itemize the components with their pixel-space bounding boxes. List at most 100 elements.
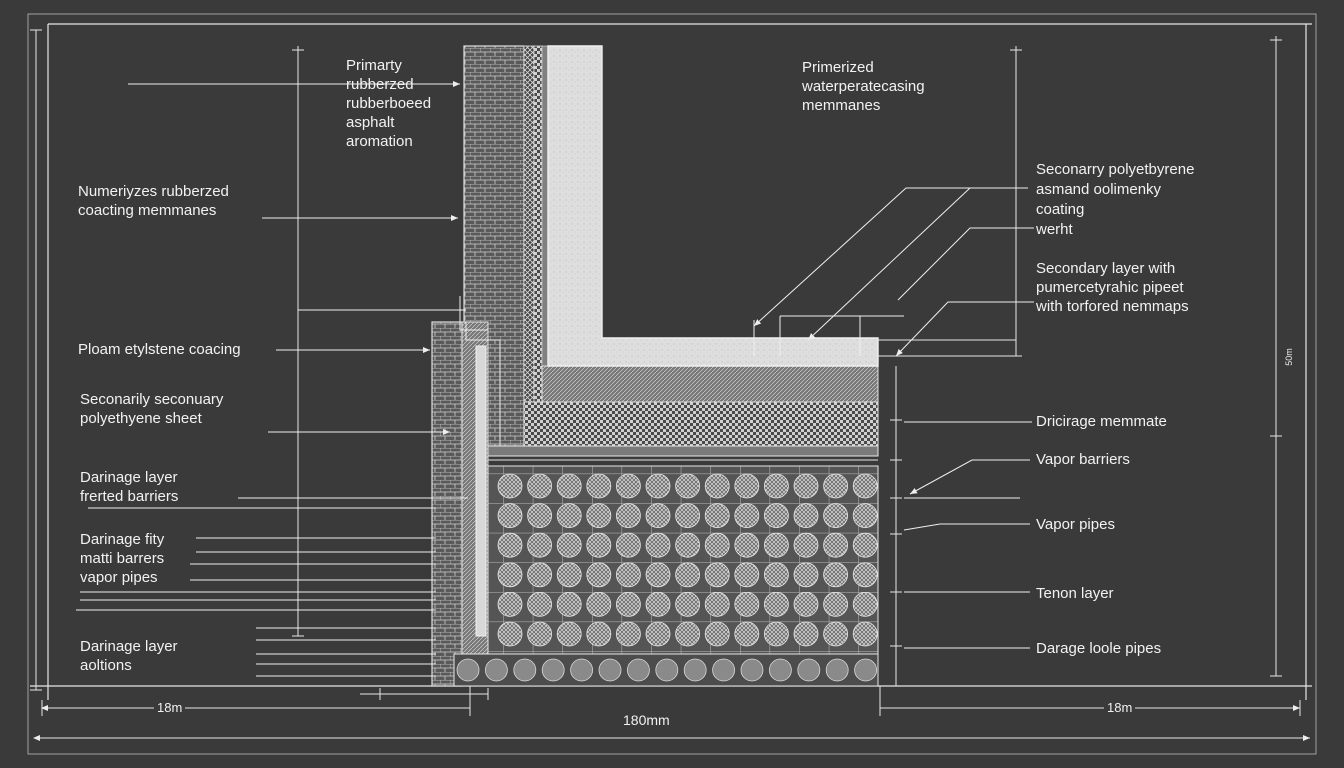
right-ticks [878, 339, 1016, 686]
aggregate-stone [704, 592, 730, 617]
checker-layer [523, 401, 879, 447]
aggregate-stone [497, 532, 523, 558]
aggregate-stone [852, 562, 878, 588]
aggregate-stone [527, 503, 552, 528]
label-poly-sheet: Seconarily seconuary polyethyene sheet [80, 391, 224, 427]
aggregate-stone [527, 621, 552, 647]
aggregate-stone [675, 503, 700, 528]
dim-right: 18m [1104, 700, 1136, 715]
drain-pipes [456, 658, 877, 682]
aggregate-stone [527, 532, 552, 558]
label-secondary-poly-coating: Seconarry polyetbyrene asmand oolimenky … [1036, 161, 1195, 238]
label-foam-coating: Ploam etylstene coacing [78, 341, 241, 358]
right-vertical-dim [1010, 36, 1282, 677]
aggregate-stone [645, 562, 671, 588]
aggregate-stone [616, 562, 641, 588]
label-primary-membrane: Primarty rubberzed rubberboeed asphalt a… [346, 57, 432, 150]
aggregate-stone [616, 592, 641, 617]
dim-left: 18m [154, 700, 186, 715]
aggregate-stone [645, 473, 671, 499]
drain-pipe-section [484, 658, 508, 682]
aggregate-stone [764, 592, 789, 617]
label-secondary-layer: Secondary layer with pumercetyrahic pipe… [1036, 260, 1189, 315]
aggregate [497, 473, 878, 647]
label-vapor-barriers: Vapor barriers [1036, 451, 1130, 468]
drain-pipe-section [598, 658, 622, 682]
aggregate-stone [852, 473, 878, 499]
aggregate-stone [586, 621, 612, 647]
left-vertical-dim [30, 29, 304, 691]
drain-pipe-section [541, 658, 565, 682]
aggregate-stone [793, 592, 819, 617]
aggregate-stone [793, 562, 819, 588]
aggregate-stone [675, 562, 700, 588]
aggregate-stone [556, 473, 582, 499]
aggregate-stone [527, 592, 552, 617]
label-primerized-membranes: Primerized waterperatecasing memmanes [802, 59, 925, 114]
aggregate-stone [645, 503, 671, 528]
aggregate-stone [586, 592, 612, 617]
aggregate-stone [823, 503, 848, 528]
aggregate-stone [734, 592, 760, 617]
membrane-vertical [523, 45, 535, 447]
drain-pipe [475, 345, 487, 637]
checker-vertical [533, 45, 543, 447]
aggregate-stone [675, 592, 700, 617]
aggregate-stone [497, 473, 523, 499]
aggregate-stone [556, 503, 582, 528]
aggregate-stone [793, 503, 819, 528]
aggregate-stone [823, 592, 848, 617]
label-tenon-layer: Tenon layer [1036, 585, 1114, 602]
aggregate-stone [823, 562, 848, 588]
aggregate-stone [764, 503, 789, 528]
aggregate-stone [616, 532, 641, 558]
aggregate-stone [793, 473, 819, 499]
aggregate-stone [823, 621, 848, 647]
aggregate-stone [675, 621, 700, 647]
drain-pipe-section [570, 658, 593, 682]
aggregate-stone [764, 562, 789, 588]
concrete-slab [547, 45, 879, 367]
drain-pipe-section [825, 658, 849, 682]
aggregate-stone [793, 532, 819, 558]
label-drainage-membrane: Dricirage memmate [1036, 413, 1167, 430]
drain-pipe-section [769, 658, 792, 682]
aggregate-stone [734, 503, 760, 528]
border-frame [27, 13, 1317, 755]
label-drainage-pipes: Darage loole pipes [1036, 640, 1162, 657]
aggregate-stone [556, 532, 582, 558]
aggregate-stone [852, 503, 878, 528]
aggregate-stone [793, 621, 819, 647]
label-drainage-solutions: Darinage layer aoltions [80, 638, 178, 674]
aggregate-stone [823, 532, 848, 558]
aggregate-stone [586, 562, 612, 588]
label-vapor-pipes: Vapor pipes [1036, 516, 1115, 533]
aggregate-stone [764, 621, 789, 647]
label-drainage-barriers: Darinage layer frerted barriers [80, 469, 179, 505]
separation-band [487, 445, 879, 457]
dim-total: 180mm [620, 712, 673, 728]
drain-pipe-section [740, 658, 764, 682]
aggregate-stone [704, 473, 730, 499]
aggregate-stone [556, 592, 582, 617]
drain-pipe-section [683, 658, 707, 682]
aggregate-stone [645, 621, 671, 647]
aggregate-stone [497, 621, 523, 647]
aggregate-stone [734, 473, 760, 499]
aggregate-stone [527, 473, 552, 499]
drain-pipe-section [854, 658, 877, 682]
aggregate-stone [852, 532, 878, 558]
aggregate-stone [616, 473, 641, 499]
drain-pipe-section [655, 658, 679, 682]
drain-pipe-section [513, 658, 537, 682]
aggregate-stone [527, 562, 552, 588]
aggregate-stone [704, 503, 730, 528]
aggregate-stone [764, 532, 789, 558]
aggregate-stone [497, 503, 523, 528]
aggregate-stone [497, 592, 523, 617]
aggregate-stone [556, 621, 582, 647]
aggregate-stone [704, 562, 730, 588]
aggregate-stone [586, 532, 612, 558]
